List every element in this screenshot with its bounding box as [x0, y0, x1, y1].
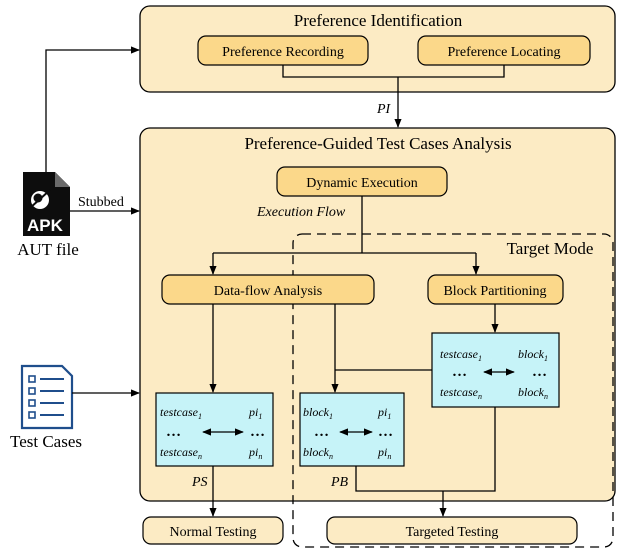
ps-dots-left: … — [166, 424, 181, 440]
pb-label: PB — [330, 475, 349, 490]
pb-row2-right: pin — [377, 445, 391, 461]
tb-row1-left: testcase1 — [440, 347, 482, 363]
target-mode-title: Target Mode — [507, 239, 594, 258]
ps-row1-left: testcase1 — [160, 405, 202, 421]
apk-to-identification-arrow — [45, 46, 140, 172]
pi-label: PI — [376, 102, 392, 117]
pb-row1-right: pi1 — [377, 405, 391, 421]
preference-identification-title: Preference Identification — [294, 11, 463, 30]
block-partitioning-label: Block Partitioning — [443, 284, 546, 299]
dataflow-analysis-label: Data-flow Analysis — [214, 284, 322, 299]
identification-merge-line — [282, 65, 505, 78]
preference-locating-label: Preference Locating — [447, 45, 560, 60]
normal-testing-node — [142, 516, 284, 545]
aut-file-label: AUT file — [17, 240, 79, 259]
ps-label: PS — [191, 475, 208, 490]
normal-testing-label: Normal Testing — [169, 525, 256, 540]
preference-identification-panel — [139, 5, 616, 93]
ps-row2-left: testcasen — [160, 445, 202, 461]
pb-dots-left: … — [314, 424, 329, 440]
ps-dots-right: … — [250, 424, 265, 440]
tb-to-targeted-line — [443, 407, 496, 492]
tb-row2-right: blockn — [518, 385, 548, 401]
tb-row2-left: testcasen — [440, 385, 482, 401]
dataflow-analysis-node — [161, 274, 375, 305]
targeted-testing-node — [326, 516, 578, 545]
pb-row2-left: blockn — [303, 445, 333, 461]
pb-to-targeted-line — [355, 466, 443, 492]
tb-dots-right: … — [532, 364, 547, 380]
apk-file-icon: APK — [23, 172, 70, 236]
analysis-title: Preference-Guided Test Cases Analysis — [244, 134, 511, 153]
test-cases-label: Test Cases — [10, 432, 82, 451]
apk-badge: APK — [27, 216, 64, 235]
preference-recording-label: Preference Recording — [222, 45, 344, 60]
execution-flow-label: Execution Flow — [256, 205, 346, 220]
targeted-testing-label: Targeted Testing — [406, 525, 499, 540]
tb-dots-left: … — [452, 364, 467, 380]
test-cases-document-icon — [20, 364, 74, 430]
pb-dots-right: … — [378, 424, 393, 440]
dynamic-execution-label: Dynamic Execution — [306, 176, 418, 191]
pb-row1-left: block1 — [303, 405, 333, 421]
target-mode-region — [292, 233, 614, 548]
testcase-block-table — [431, 332, 560, 408]
stubbed-label: Stubbed — [78, 195, 124, 210]
tb-row1-right: block1 — [518, 347, 548, 363]
ps-row2-right: pin — [248, 445, 262, 461]
ps-row1-right: pi1 — [248, 405, 262, 421]
